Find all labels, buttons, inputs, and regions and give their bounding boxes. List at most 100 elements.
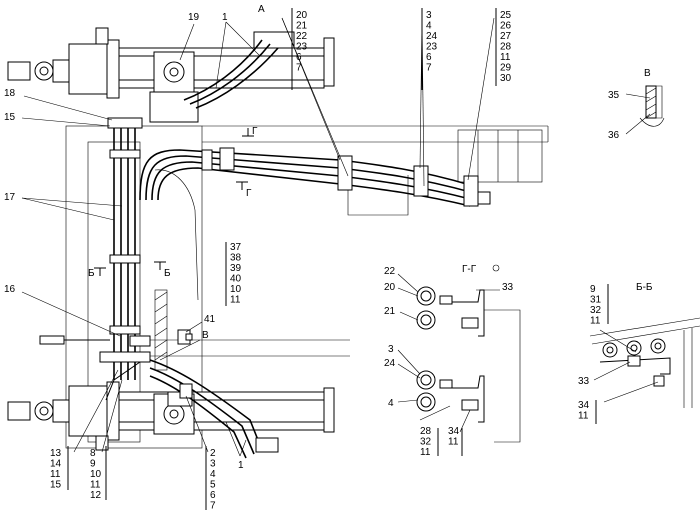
section-b-b [589,317,700,408]
stack-item: 22 [296,31,308,42]
stack-item: 11 [50,469,61,480]
stack-item: 11 [590,316,601,327]
section-markers [67,8,609,510]
vertical-tube-bundle [39,117,151,380]
stack-item: 28 [500,42,512,53]
detail-view-b [639,85,665,127]
stack-item: 34 [448,426,460,437]
stack-item: 13 [50,448,62,459]
section-b-label: Б-Б [636,282,653,293]
stack-item: 4 [210,469,216,480]
view-a-label: А [258,4,265,15]
callout-g-24: 24 [384,358,396,369]
stack-item: 11 [230,295,241,306]
stack-item: 34 [578,400,590,411]
stack-item: 24 [426,31,438,42]
stack-item: 32 [590,305,602,316]
cut-b-right-label: Б [164,268,171,279]
stack-item: 30 [500,73,512,84]
stack-item: 3 [426,10,432,21]
stack-item: 5 [210,480,216,491]
stack-item: 11 [578,411,589,422]
stack-item: 20 [296,10,308,21]
stack-item: 6 [426,52,432,63]
callout-36: 36 [608,130,620,141]
callout-35: 35 [608,90,620,101]
callout-b-33: 33 [578,376,590,387]
stack-item: 11 [448,437,459,448]
upper-hydraulic-cylinder [7,27,335,123]
stack-item: 40 [230,274,242,285]
view-labels: А В Г-Г Б-Б Г Г Б Б В [88,4,653,341]
stack-item: 29 [500,63,512,74]
stack-item: 32 [420,437,432,448]
cut-b-left-label: Б [88,268,95,279]
stack-item: 31 [590,295,602,306]
section-g-g [416,286,521,443]
leader-lines [21,17,659,457]
stack-item: 12 [90,490,102,501]
stack-item: 8 [90,448,96,459]
stack-item: 6 [210,490,216,501]
stack-item: 15 [50,480,62,491]
callout-18: 18 [4,88,16,99]
stack-item: 14 [50,459,62,470]
callout-g-4: 4 [388,398,394,409]
part-callouts: 19 1 18 15 17 16 41 1 35 36 22 20 21 33 … [4,12,620,471]
view-b-label: В [644,68,651,79]
stack-item: 7 [426,63,432,74]
stack-item: 23 [296,42,308,53]
stack-item: 11 [420,447,431,458]
stack-item: 39 [230,263,242,274]
bracket-parts [177,329,193,345]
stack-item: 25 [500,10,512,21]
stack-item: 37 [230,242,242,253]
stack-item: 11 [500,52,511,63]
stack-item: 10 [90,469,102,480]
stack-item: 3 [210,459,216,470]
callout-g-33: 33 [502,282,514,293]
cut-g-bottom-label: Г [246,188,252,199]
stack-item: 4 [426,21,432,32]
callout-g-3: 3 [388,344,394,355]
mark-b-label: В [202,330,209,341]
stack-item: 28 [420,426,432,437]
stack-item: 7 [296,63,302,74]
callout-g-21: 21 [384,306,396,317]
callout-41: 41 [204,314,216,325]
lower-hydraulic-cylinder [7,381,335,451]
section-g-label: Г-Г [462,264,477,275]
callout-15: 15 [4,112,16,123]
stack-item: 2 [210,448,216,459]
stack-item: 27 [500,31,512,42]
callout-g-20: 20 [384,282,396,293]
callout-17: 17 [4,192,16,203]
stack-item: 23 [426,42,438,53]
lower-hose-run [105,359,279,459]
stack-item: 11 [90,480,101,491]
stack-item: 21 [296,21,308,32]
cut-g-top-label: Г [252,126,258,137]
stack-item: 38 [230,253,242,264]
stack-item: 9 [590,284,596,295]
stack-item: 10 [230,284,242,295]
stack-item: 6 [296,52,302,63]
horizontal-pipe-run [139,39,491,207]
callout-16: 16 [4,284,16,295]
stack-item: 26 [500,21,512,32]
stack-item: 7 [210,501,216,512]
stack-item: 9 [90,459,96,470]
